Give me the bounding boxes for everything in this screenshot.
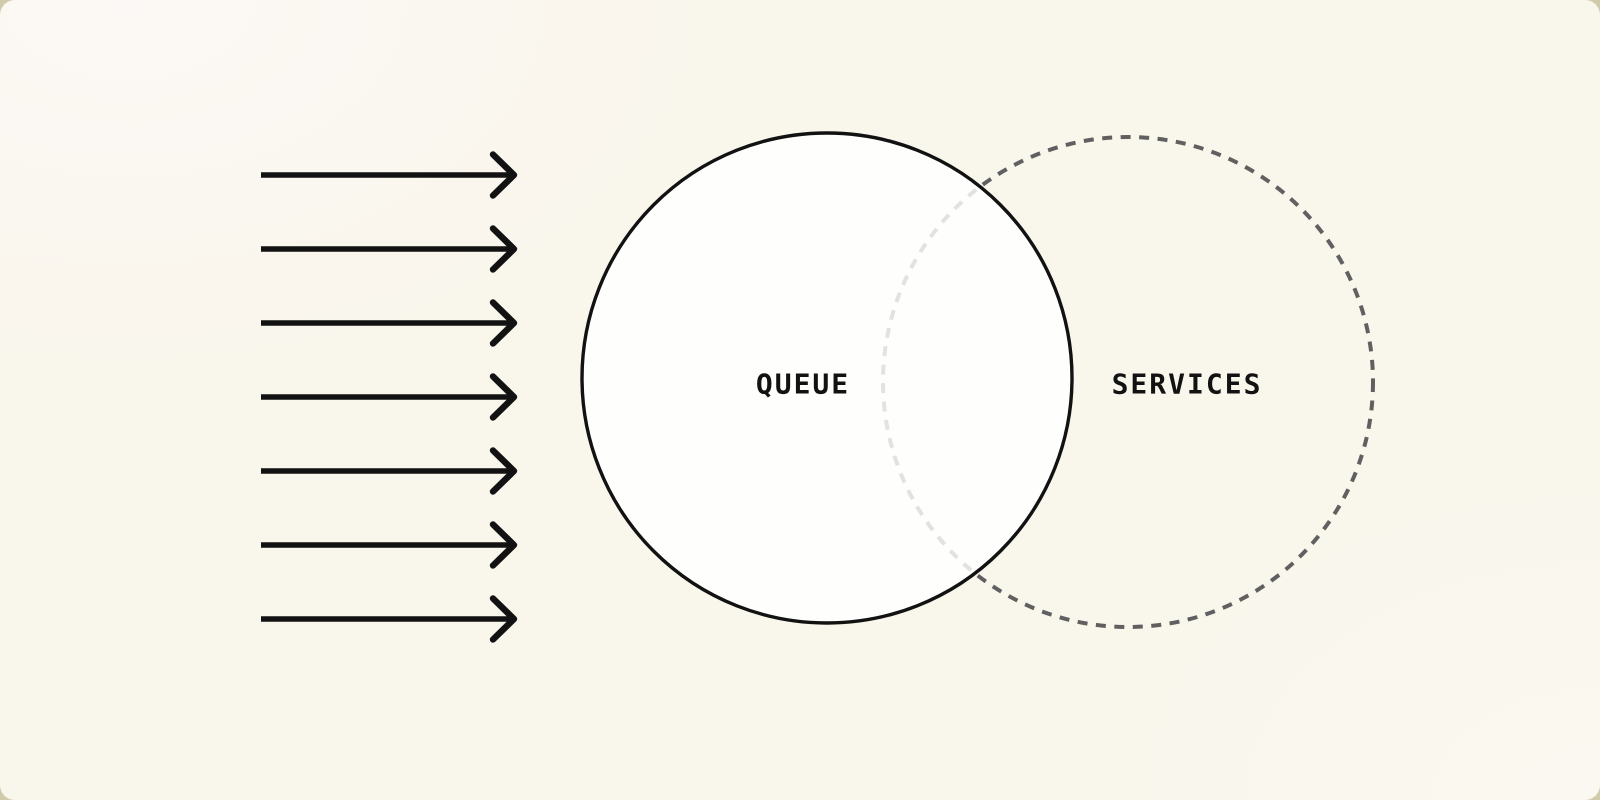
request-arrow xyxy=(261,447,518,495)
request-arrow xyxy=(261,299,518,347)
arrowhead-icon xyxy=(489,225,518,273)
arrowhead-icon xyxy=(489,299,518,347)
request-arrow xyxy=(261,595,518,643)
arrowhead-icon xyxy=(489,151,518,199)
services-label: SERVICES xyxy=(1111,367,1263,401)
arrowhead-icon xyxy=(489,595,518,643)
request-arrow xyxy=(261,373,518,421)
arrowhead-icon xyxy=(489,373,518,421)
incoming-arrows-group xyxy=(261,151,518,643)
request-arrow xyxy=(261,151,518,199)
request-arrow xyxy=(261,521,518,569)
arrowhead-icon xyxy=(489,521,518,569)
queue-label: QUEUE xyxy=(755,367,851,401)
request-arrow xyxy=(261,225,518,273)
arrowhead-icon xyxy=(489,447,518,495)
queue-circle xyxy=(580,131,1074,625)
services-circle xyxy=(881,135,1375,629)
